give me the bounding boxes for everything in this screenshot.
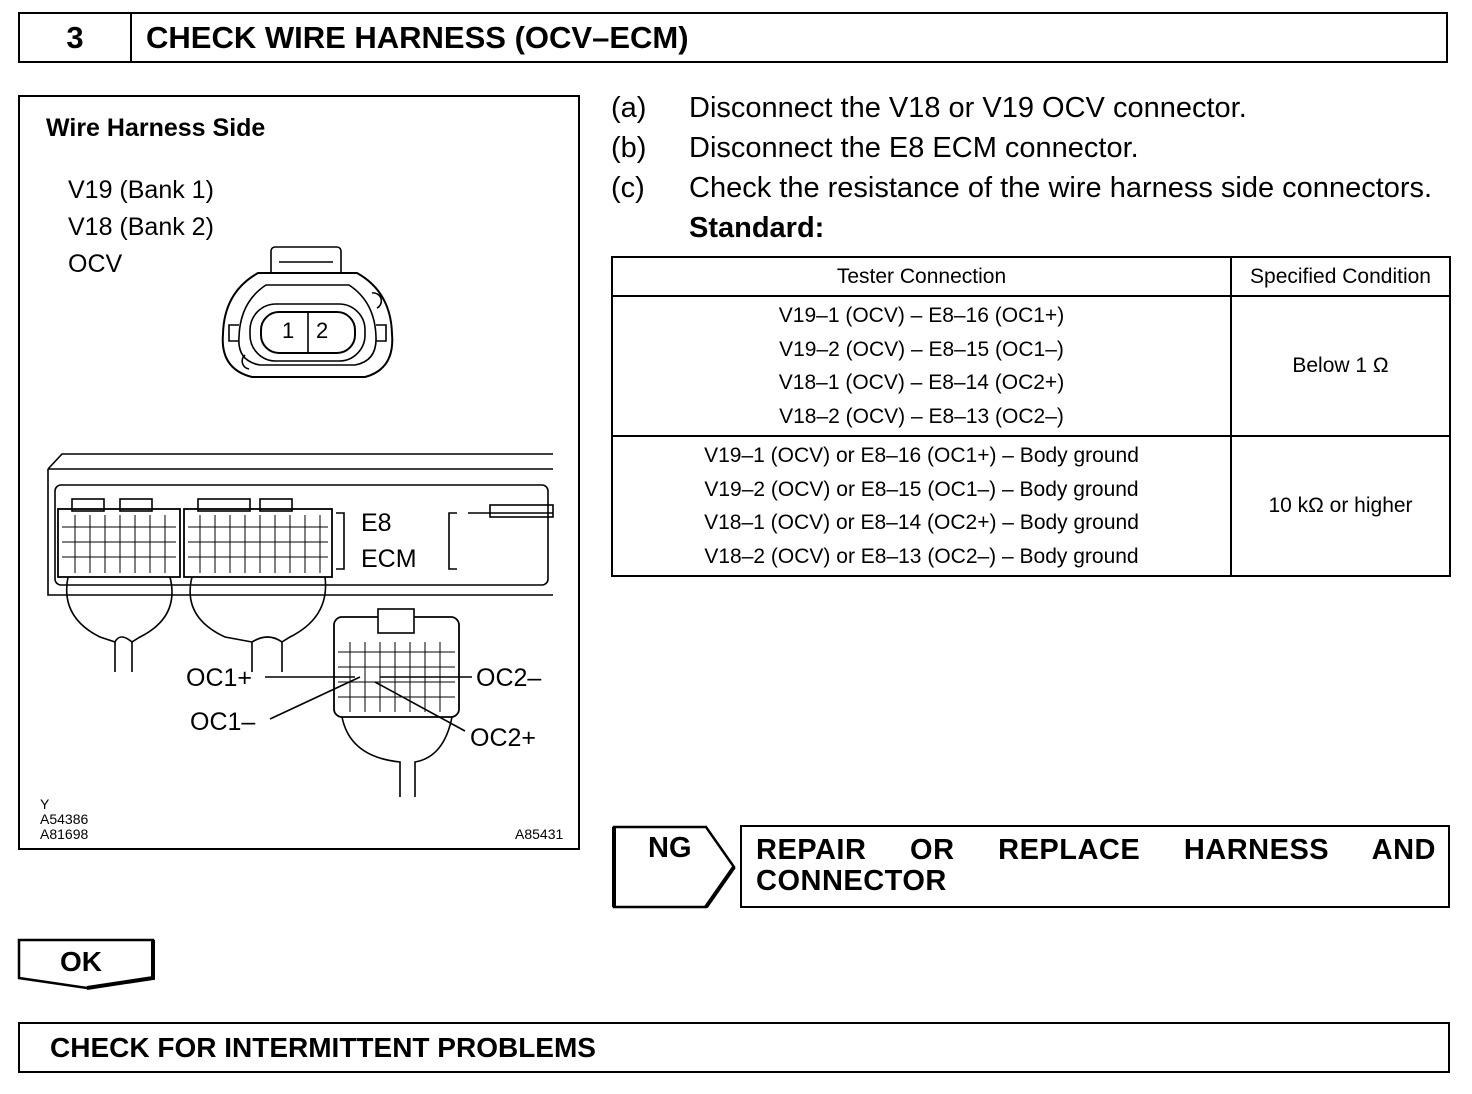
callout-lines [265,676,472,732]
ocv-label-v18: V18 (Bank 2) [68,213,214,241]
terminal-oc1-plus: OC1+ [186,664,253,692]
ocv-connector-drawing [221,246,394,378]
ok-arrow-icon [17,938,155,990]
condition-cell: Below 1 Ω [1230,295,1451,437]
step-title: CHECK WIRE HARNESS (OCV–ECM) [146,19,689,55]
connection-cell: V19–1 (OCV) – E8–16 (OC1+) V19–2 (OCV) –… [611,295,1232,437]
ng-label: NG [648,832,692,864]
pin-1-label: 1 [282,318,295,343]
table-header-row: Tester Connection Specified Condition [611,256,1451,297]
ok-label: OK [60,946,102,977]
terminal-oc2-plus: OC2+ [470,724,537,752]
standard-label: Standard: [689,212,825,244]
ecm-label: ECM [361,545,417,573]
figure-code-right: A85431 [515,826,564,842]
ng-action-box: REPAIR OR REPLACE HARNESS AND CONNECTOR [740,825,1450,908]
table-row: V19–1 (OCV) – E8–16 (OC1+) V19–2 (OCV) –… [611,295,1451,437]
instruction-list: (a)Disconnect the V18 or V19 OCV connect… [611,92,1433,244]
terminal-oc2-minus: OC2– [476,664,542,692]
table-row: V19–1 (OCV) or E8–16 (OC1+) – Body groun… [611,435,1451,577]
spec-table: Tester Connection Specified Condition V1… [611,256,1451,577]
figure-title: Wire Harness Side [46,114,266,142]
pin-2-label: 2 [316,318,329,343]
terminal-oc1-minus: OC1– [190,708,256,736]
header-tester-connection: Tester Connection [611,256,1232,297]
figure-code-left: Y A54386 A81698 [40,796,89,842]
ecm-connector-label: E8 [361,509,392,537]
condition-cell: 10 kΩ or higher [1230,435,1451,577]
step-number: 3 [20,14,132,61]
ocv-label-v19: V19 (Bank 1) [68,176,214,204]
ocv-label: OCV [68,250,123,278]
wiring-figure: Wire Harness Side V19 (Bank 1) V18 (Bank… [18,95,580,850]
header-specified-condition: Specified Condition [1230,256,1451,297]
connection-cell: V19–1 (OCV) or E8–16 (OC1+) – Body groun… [611,435,1232,577]
step-header: 3 CHECK WIRE HARNESS (OCV–ECM) [18,12,1448,63]
ng-arrow-icon [612,825,736,909]
next-step-box: CHECK FOR INTERMITTENT PROBLEMS [18,1022,1450,1073]
connector-illustration [47,246,554,797]
ng-action-text: REPAIR OR REPLACE HARNESS AND CONNECTOR [756,834,1436,897]
